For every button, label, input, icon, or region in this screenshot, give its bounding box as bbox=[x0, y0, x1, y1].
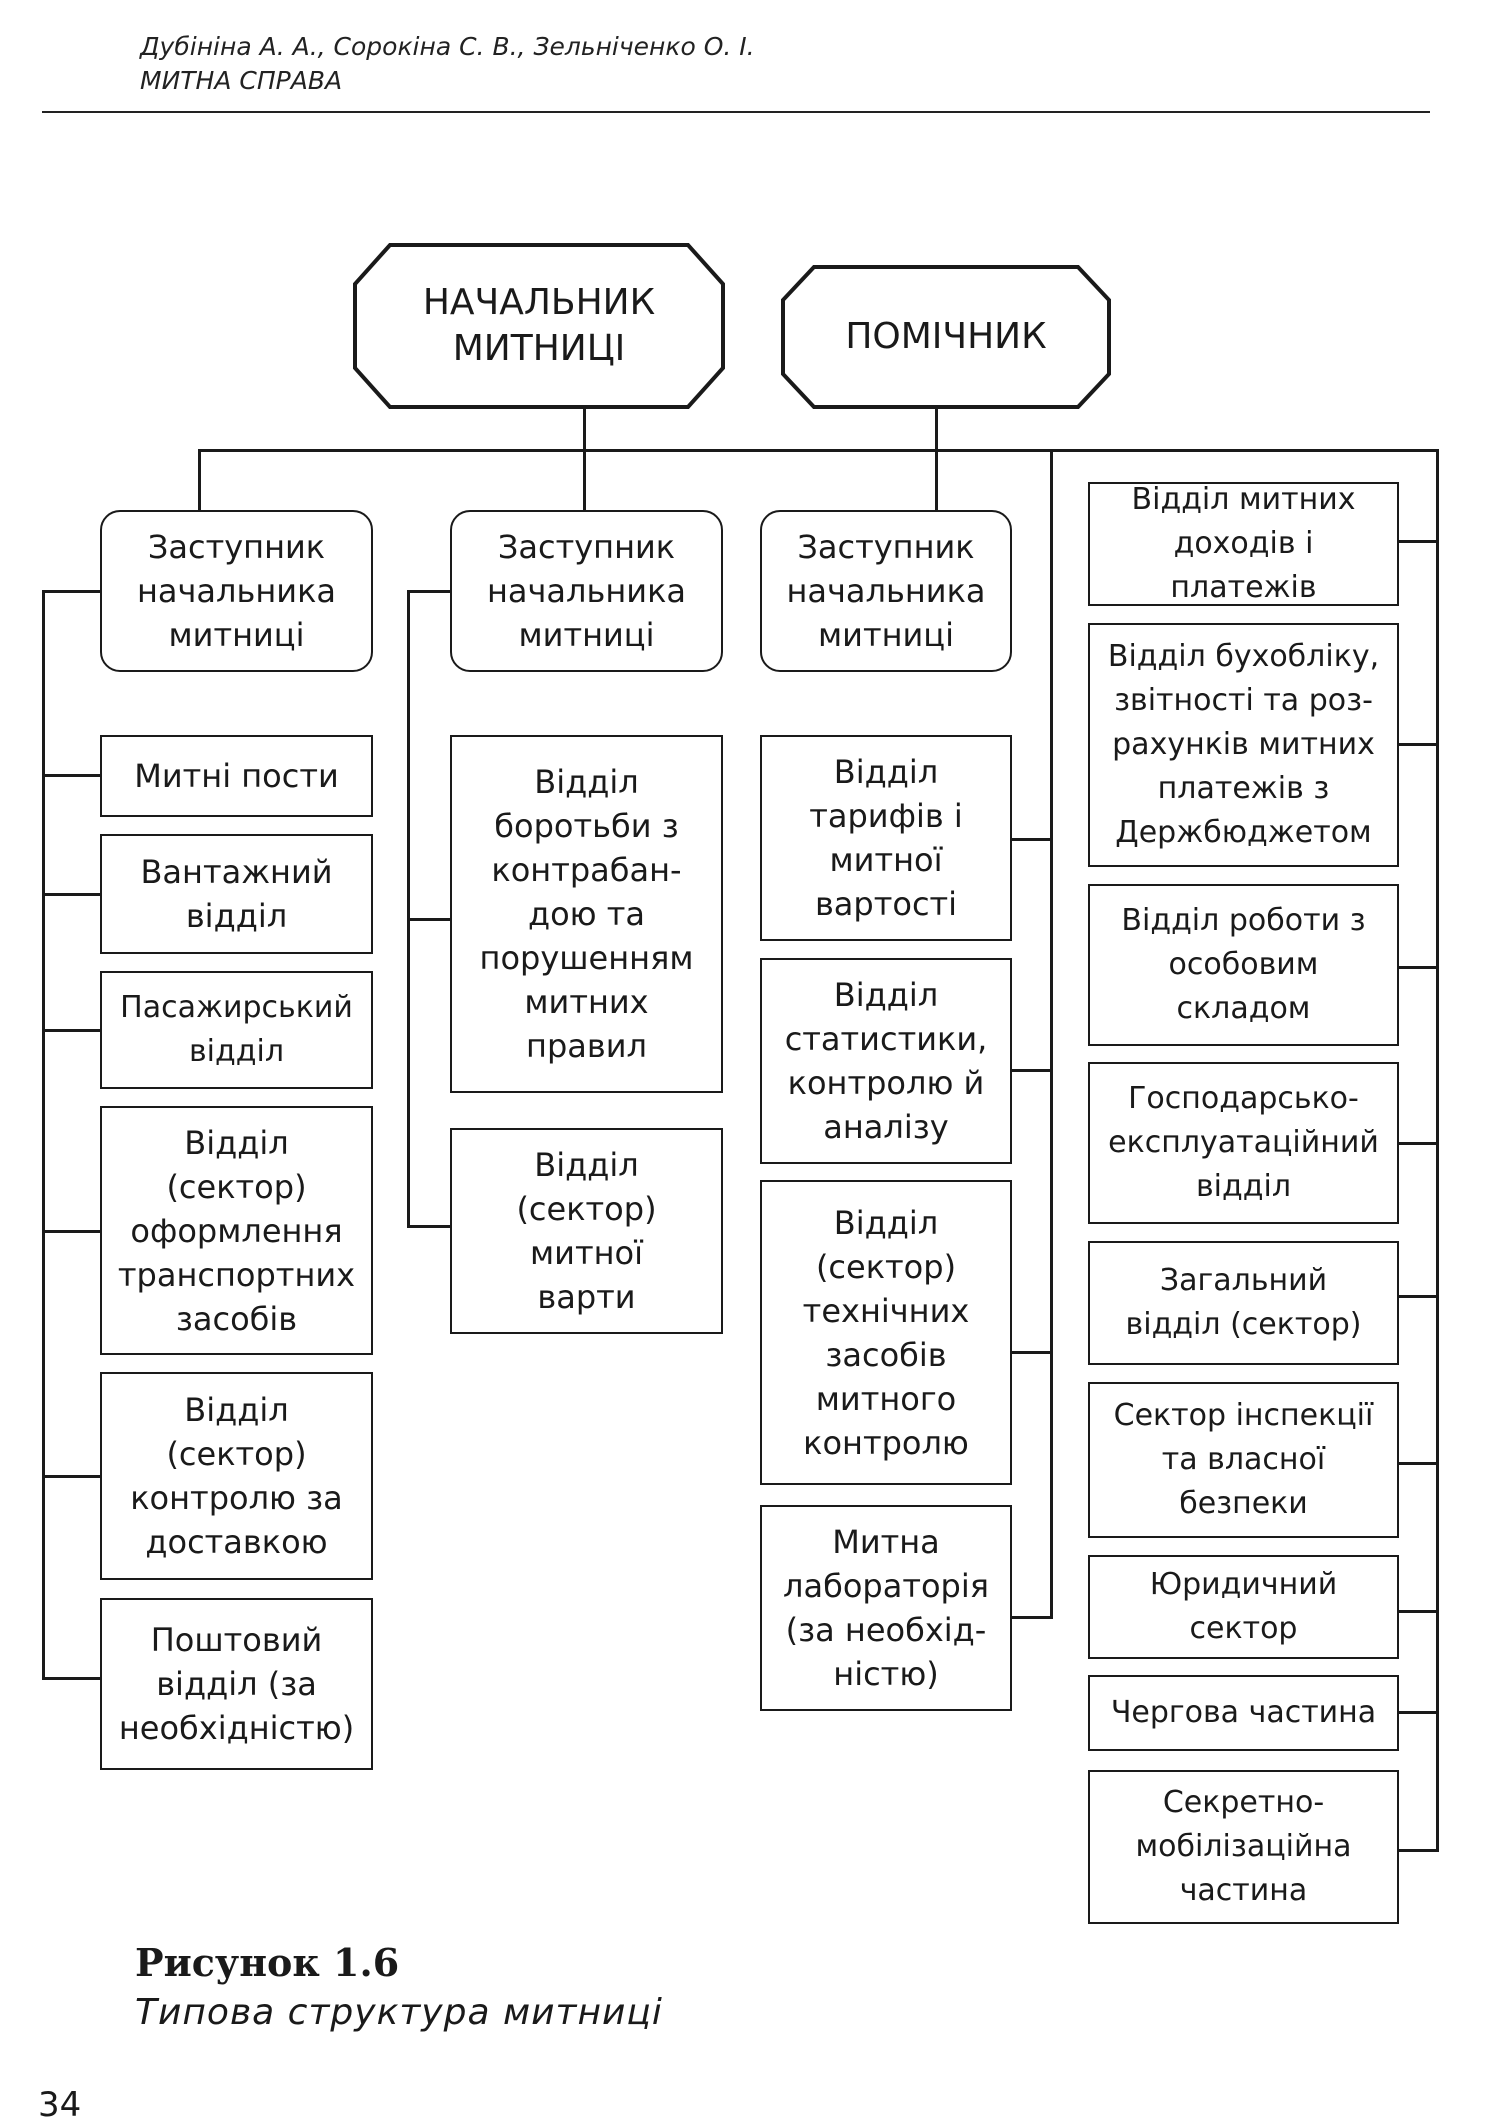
col3-box: Митна лабораторія (за необхід- ністю) bbox=[760, 1505, 1012, 1711]
col4-box: Господарсько- експлуатаційний відділ bbox=[1088, 1062, 1399, 1224]
col3-box: Відділ (сектор) технічних засобів митног… bbox=[760, 1180, 1012, 1485]
header-book-title: МИТНА СПРАВА bbox=[140, 66, 343, 95]
col4-box: Сектор інспекції та власної безпеки bbox=[1088, 1382, 1399, 1538]
col3-box: Відділ статистики, контролю й аналізу bbox=[760, 958, 1012, 1164]
page-header: Дубініна А. А., Сорокіна С. В., Зельніче… bbox=[140, 30, 755, 98]
head-of-customs-label: НАЧАЛЬНИК МИТНИЦІ bbox=[422, 282, 656, 369]
col1-box: Поштовий відділ (за необхідністю) bbox=[100, 1598, 373, 1770]
col1-box: Митні пости bbox=[100, 735, 373, 817]
col2-box: Відділ боротьби з контрабан- дою та пору… bbox=[450, 735, 723, 1093]
head-of-customs-node: НАЧАЛЬНИК МИТНИЦІ bbox=[352, 242, 726, 410]
deputy-node-2: Заступник начальника митниці bbox=[450, 510, 723, 672]
col1-box: Вантажний відділ bbox=[100, 834, 373, 954]
octagon-shape bbox=[781, 265, 1111, 409]
col1-box: Відділ (сектор) оформлення транспортних … bbox=[100, 1106, 373, 1355]
assistant-label: ПОМІЧНИК bbox=[845, 316, 1047, 357]
header-authors: Дубініна А. А., Сорокіна С. В., Зельніче… bbox=[140, 32, 755, 61]
col3-box: Відділ тарифів і митної вартості bbox=[760, 735, 1012, 941]
figure-caption-title: Рисунок 1.6 bbox=[135, 1940, 400, 1985]
col1-box: Пасажирський відділ bbox=[100, 971, 373, 1089]
octagon-shape bbox=[353, 243, 725, 409]
page-number: 34 bbox=[38, 2085, 82, 2125]
col4-box: Відділ бухобліку, звітності та роз- раху… bbox=[1088, 623, 1399, 867]
header-divider bbox=[42, 111, 1430, 113]
deputy-node-3: Заступник начальника митниці bbox=[760, 510, 1012, 672]
col1-box: Відділ (сектор) контролю за доставкою bbox=[100, 1372, 373, 1580]
deputy-node-1: Заступник начальника митниці bbox=[100, 510, 373, 672]
col4-box: Загальний відділ (сектор) bbox=[1088, 1241, 1399, 1365]
col4-box: Юридичний сектор bbox=[1088, 1555, 1399, 1659]
col2-box: Відділ (сектор) митної варти bbox=[450, 1128, 723, 1334]
col4-box: Відділ роботи з особовим складом bbox=[1088, 884, 1399, 1046]
col4-box: Секретно- мобілізаційна частина bbox=[1088, 1770, 1399, 1924]
col4-box: Відділ митних доходів і платежів bbox=[1088, 482, 1399, 606]
figure-caption-subtitle: Типова структура митниці bbox=[135, 1992, 663, 2033]
assistant-node: ПОМІЧНИК bbox=[780, 264, 1112, 410]
col4-box: Чергова частина bbox=[1088, 1675, 1399, 1751]
